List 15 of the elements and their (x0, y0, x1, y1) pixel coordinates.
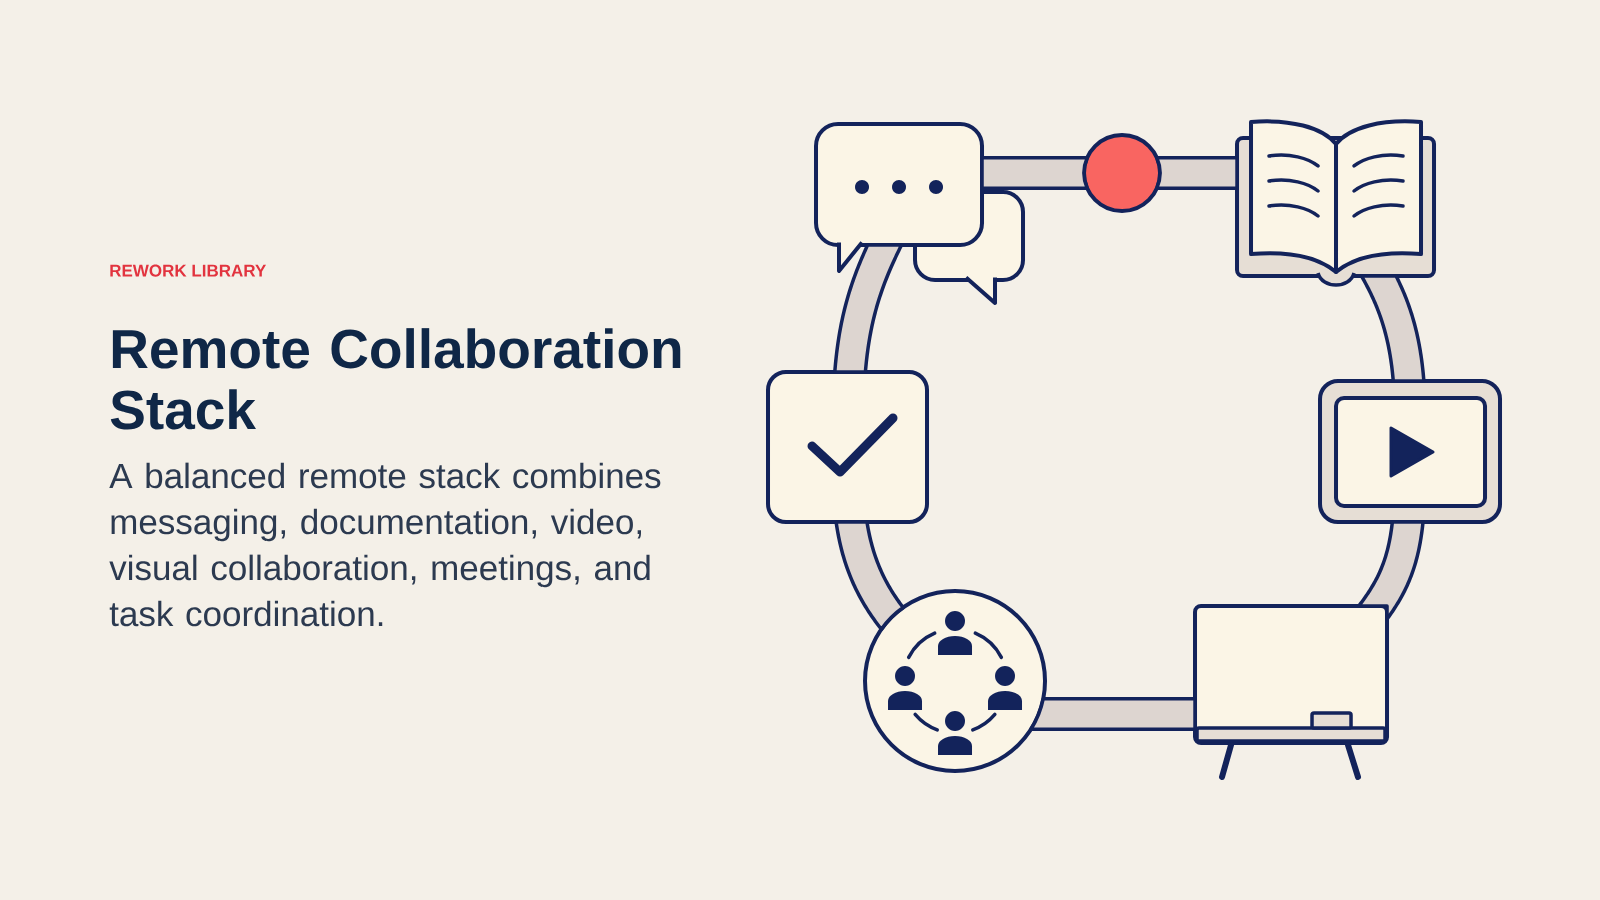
eyebrow-label: REWORK LIBRARY (110, 264, 266, 277)
people-circle-icon (863, 589, 1047, 773)
checkbox-icon (766, 370, 929, 524)
whiteboard-icon (1193, 604, 1389, 780)
track-segment (834, 520, 905, 631)
track-segment (980, 156, 1089, 190)
track-segment (1029, 697, 1197, 731)
track-segment (1357, 520, 1425, 621)
track-segment (1155, 156, 1239, 190)
title: Remote Collaboration Stack (110, 328, 681, 430)
open-book-icon (1235, 119, 1436, 287)
track-segment (833, 243, 904, 374)
track-segment (1359, 274, 1426, 383)
video-player-icon (1318, 379, 1502, 524)
description: A balanced remote stack combines messaging, documentation, video, visual collaboration, meetings, and task coordination. (109, 462, 661, 627)
